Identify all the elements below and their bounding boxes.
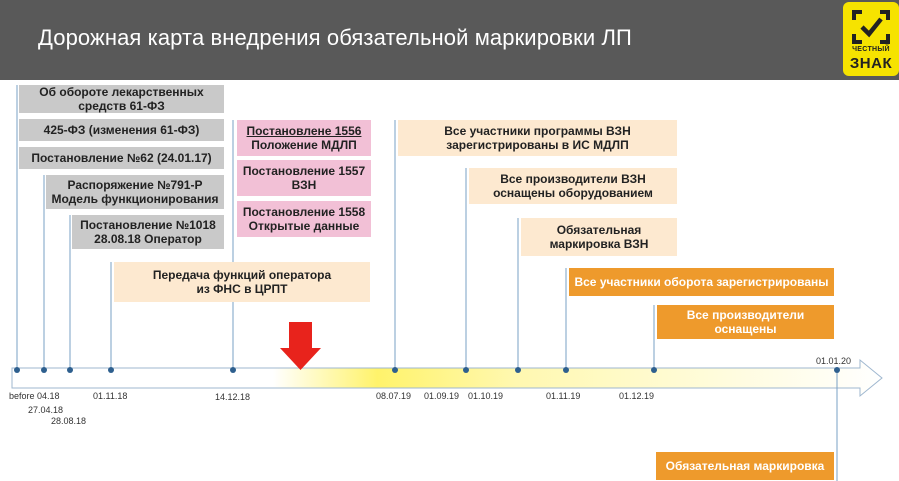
date-011118: 01.11.18: [93, 391, 128, 401]
chestny-znak-logo: ЧЕСТНЫЙ ЗНАК: [843, 2, 899, 76]
date-270418: 27.04.18: [28, 405, 64, 415]
dot-011219: [651, 367, 657, 373]
vzn-mandatory-line2: маркировка ВЗН: [549, 237, 649, 251]
all-registered-label: Все участники оборота зарегистрированы: [574, 275, 829, 289]
resolution-62-label: Постановление №62 (24.01.17): [31, 151, 212, 165]
all-equipped-line1: Все производители: [686, 308, 805, 322]
page-title: Дорожная карта внедрения обязательной ма…: [38, 25, 632, 50]
law-425-fz-box: 425-ФЗ (изменения 61-ФЗ): [19, 119, 224, 141]
transfer-line2: из ФНС в ЦРПТ: [196, 282, 288, 296]
vzn-equipped-line1: Все производители ВЗН: [500, 172, 646, 186]
law-425-label: 425-ФЗ (изменения 61-ФЗ): [43, 123, 200, 137]
resolution-1557-line1: Постановление 1557: [242, 164, 366, 178]
all-registered-box: Все участники оборота зарегистрированы: [569, 268, 834, 296]
resolution-1558-line1: Постановление 1558: [242, 205, 366, 219]
date-010919: 01.09.19: [424, 391, 460, 401]
order-791-line2: Модель функционирования: [51, 192, 219, 206]
dot-280818: [67, 367, 73, 373]
date-011119: 01.11.19: [546, 391, 581, 401]
logo-text-small: ЧЕСТНЫЙ: [852, 46, 890, 53]
resolution-1018-line1: Постановление №1018: [80, 218, 216, 232]
dot-011119: [563, 367, 569, 373]
vzn-registered-line1: Все участники программы ВЗН: [444, 124, 631, 138]
mandatory-marking-box: Обязательная маркировка: [656, 452, 834, 480]
resolution-1556-line2: Положение МДЛП: [251, 138, 357, 152]
dot-010919: [463, 367, 469, 373]
mandatory-marking-label: Обязательная маркировка: [665, 459, 825, 473]
dot-011019: [515, 367, 521, 373]
vzn-mandatory-line1: Обязательная: [556, 223, 642, 237]
dot-before: [14, 367, 20, 373]
checkmark-logo-icon: [852, 10, 890, 44]
timeline-axis-arrow: [11, 358, 883, 398]
all-equipped-line2: оснащены: [714, 322, 777, 336]
header-bar: Дорожная карта внедрения обязательной ма…: [0, 0, 899, 80]
dot-011118: [108, 367, 114, 373]
logo-text-big: ЗНАК: [849, 55, 893, 72]
dot-080719: [392, 367, 398, 373]
law-61-line1: Об обороте лекарственных: [39, 85, 204, 99]
dot-270418: [41, 367, 47, 373]
date-080719: 08.07.19: [376, 391, 412, 401]
law-61-line2: средств 61-ФЗ: [78, 99, 165, 113]
vzn-registered-line2: зарегистрированы в ИС МДЛП: [446, 138, 629, 152]
vzn-equipped-line2: оснащены оборудованием: [493, 186, 653, 200]
date-010120: 01.01.20: [816, 356, 852, 366]
resolution-62-box: Постановление №62 (24.01.17): [19, 147, 224, 169]
date-before: before 04.18: [9, 391, 60, 401]
resolution-1558-line2: Открытые данные: [248, 219, 360, 233]
current-position-arrow: [280, 322, 321, 370]
date-011219: 01.12.19: [619, 391, 655, 401]
order-791-line1: Распоряжение №791-Р: [67, 178, 203, 192]
date-011019: 01.10.19: [468, 391, 504, 401]
resolution-1018-line2: 28.08.18 Оператор: [94, 232, 202, 246]
dot-141218: [230, 367, 236, 373]
connector-lines: [16, 85, 838, 481]
resolution-1557-line2: ВЗН: [291, 178, 317, 192]
transfer-line1: Передача функций оператора: [152, 268, 332, 282]
dot-010120: [834, 367, 840, 373]
date-141218: 14.12.18: [215, 392, 251, 402]
resolution-1556-line1: Постановлене 1556: [246, 124, 362, 138]
date-280818: 28.08.18: [51, 416, 87, 426]
timeline-dots: [14, 367, 840, 373]
